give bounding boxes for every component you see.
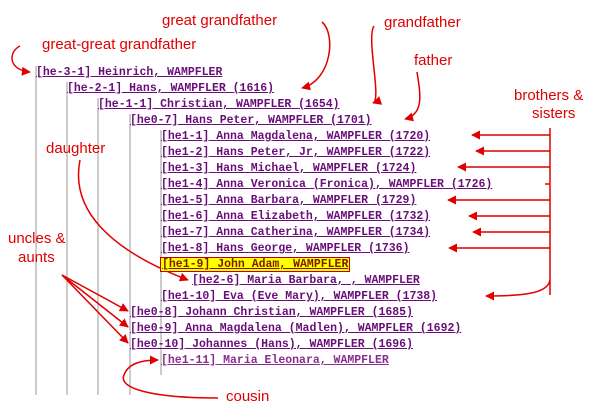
arrow-sibling [485, 279, 551, 301]
label-father: father [414, 52, 453, 69]
tree-entry-he1-3[interactable]: [he1-3] Hans Michael, WAMPFLER (1724) [161, 162, 417, 175]
label-great-great-grandfather: great-great grandfather [42, 36, 197, 53]
tree-entry-he1-1[interactable]: [he1-1] Anna Magdalena, WAMPFLER (1720) [161, 130, 431, 143]
label-grandfather: grandfather [384, 14, 461, 31]
label-daughter: daughter [46, 140, 106, 157]
tree-entry-he1-9-current[interactable]: [he1-9] John Adam, WAMPFLER [159, 257, 351, 272]
arrow-cousin [122, 355, 219, 399]
tree-entry-he1-11[interactable]: [he1-11] Maria Eleonara, WAMPFLER [161, 354, 389, 367]
label-brothers-sisters-2: sisters [532, 105, 576, 122]
label-brothers-sisters-1: brothers & [514, 87, 584, 104]
arrow-grandfather [370, 25, 383, 105]
label-cousin: cousin [226, 388, 270, 405]
arrow-uncles-aunts [61, 274, 129, 344]
tree-entry-he0-10[interactable]: [he0-10] Johannes (Hans), WAMPFLER (1696… [130, 338, 413, 351]
tree-entry-he1-6[interactable]: [he1-6] Anna Elizabeth, WAMPFLER (1732) [161, 210, 431, 223]
tree-entry-he0-9[interactable]: [he0-9] Anna Magdalena (Madlen), WAMPFLE… [130, 322, 462, 335]
tree-entry-he2-6[interactable]: [he2-6] Maria Barbara, , WAMPFLER [192, 274, 420, 287]
tree-entry-he0-8[interactable]: [he0-8] Johann Christian, WAMPFLER (1685… [130, 306, 413, 319]
tree-entry-he1-8[interactable]: [he1-8] Hans George, WAMPFLER (1736) [161, 242, 410, 255]
tree-entry-he1-7[interactable]: [he1-7] Anna Catherina, WAMPFLER (1734) [161, 226, 431, 239]
label-uncles-aunts-2: aunts [18, 249, 55, 266]
arrow-uncles-aunts [61, 274, 129, 312]
tree-entry-he1-4[interactable]: [he1-4] Anna Veronica (Fronica), WAMPFLE… [161, 178, 493, 191]
arrow-uncles-aunts [61, 274, 129, 328]
tree-entry-he-2-1[interactable]: [he-2-1] Hans, WAMPFLER (1616) [67, 82, 275, 95]
arrow-father [404, 71, 421, 122]
tree-entry-he-1-1[interactable]: [he-1-1] Christian, WAMPFLER (1654) [98, 98, 340, 111]
tree-entry-he1-10[interactable]: [he1-10] Eva (Eve Mary), WAMPFLER (1738) [161, 290, 438, 303]
arrow-great-grandfather [301, 21, 331, 91]
arrow-great-great-grandfather [11, 45, 31, 76]
label-uncles-aunts-1: uncles & [8, 230, 66, 247]
tree-entry-he0-7[interactable]: [he0-7] Hans Peter, WAMPFLER (1701) [130, 114, 372, 127]
tree-entry-he1-5[interactable]: [he1-5] Anna Barbara, WAMPFLER (1729) [161, 194, 417, 207]
tree-entry-he1-2[interactable]: [he1-2] Hans Peter, Jr, WAMPFLER (1722) [161, 146, 431, 159]
tree-entry-he-3-1[interactable]: [he-3-1] Heinrich, WAMPFLER [36, 66, 223, 79]
label-great-grandfather: great grandfather [162, 12, 278, 29]
